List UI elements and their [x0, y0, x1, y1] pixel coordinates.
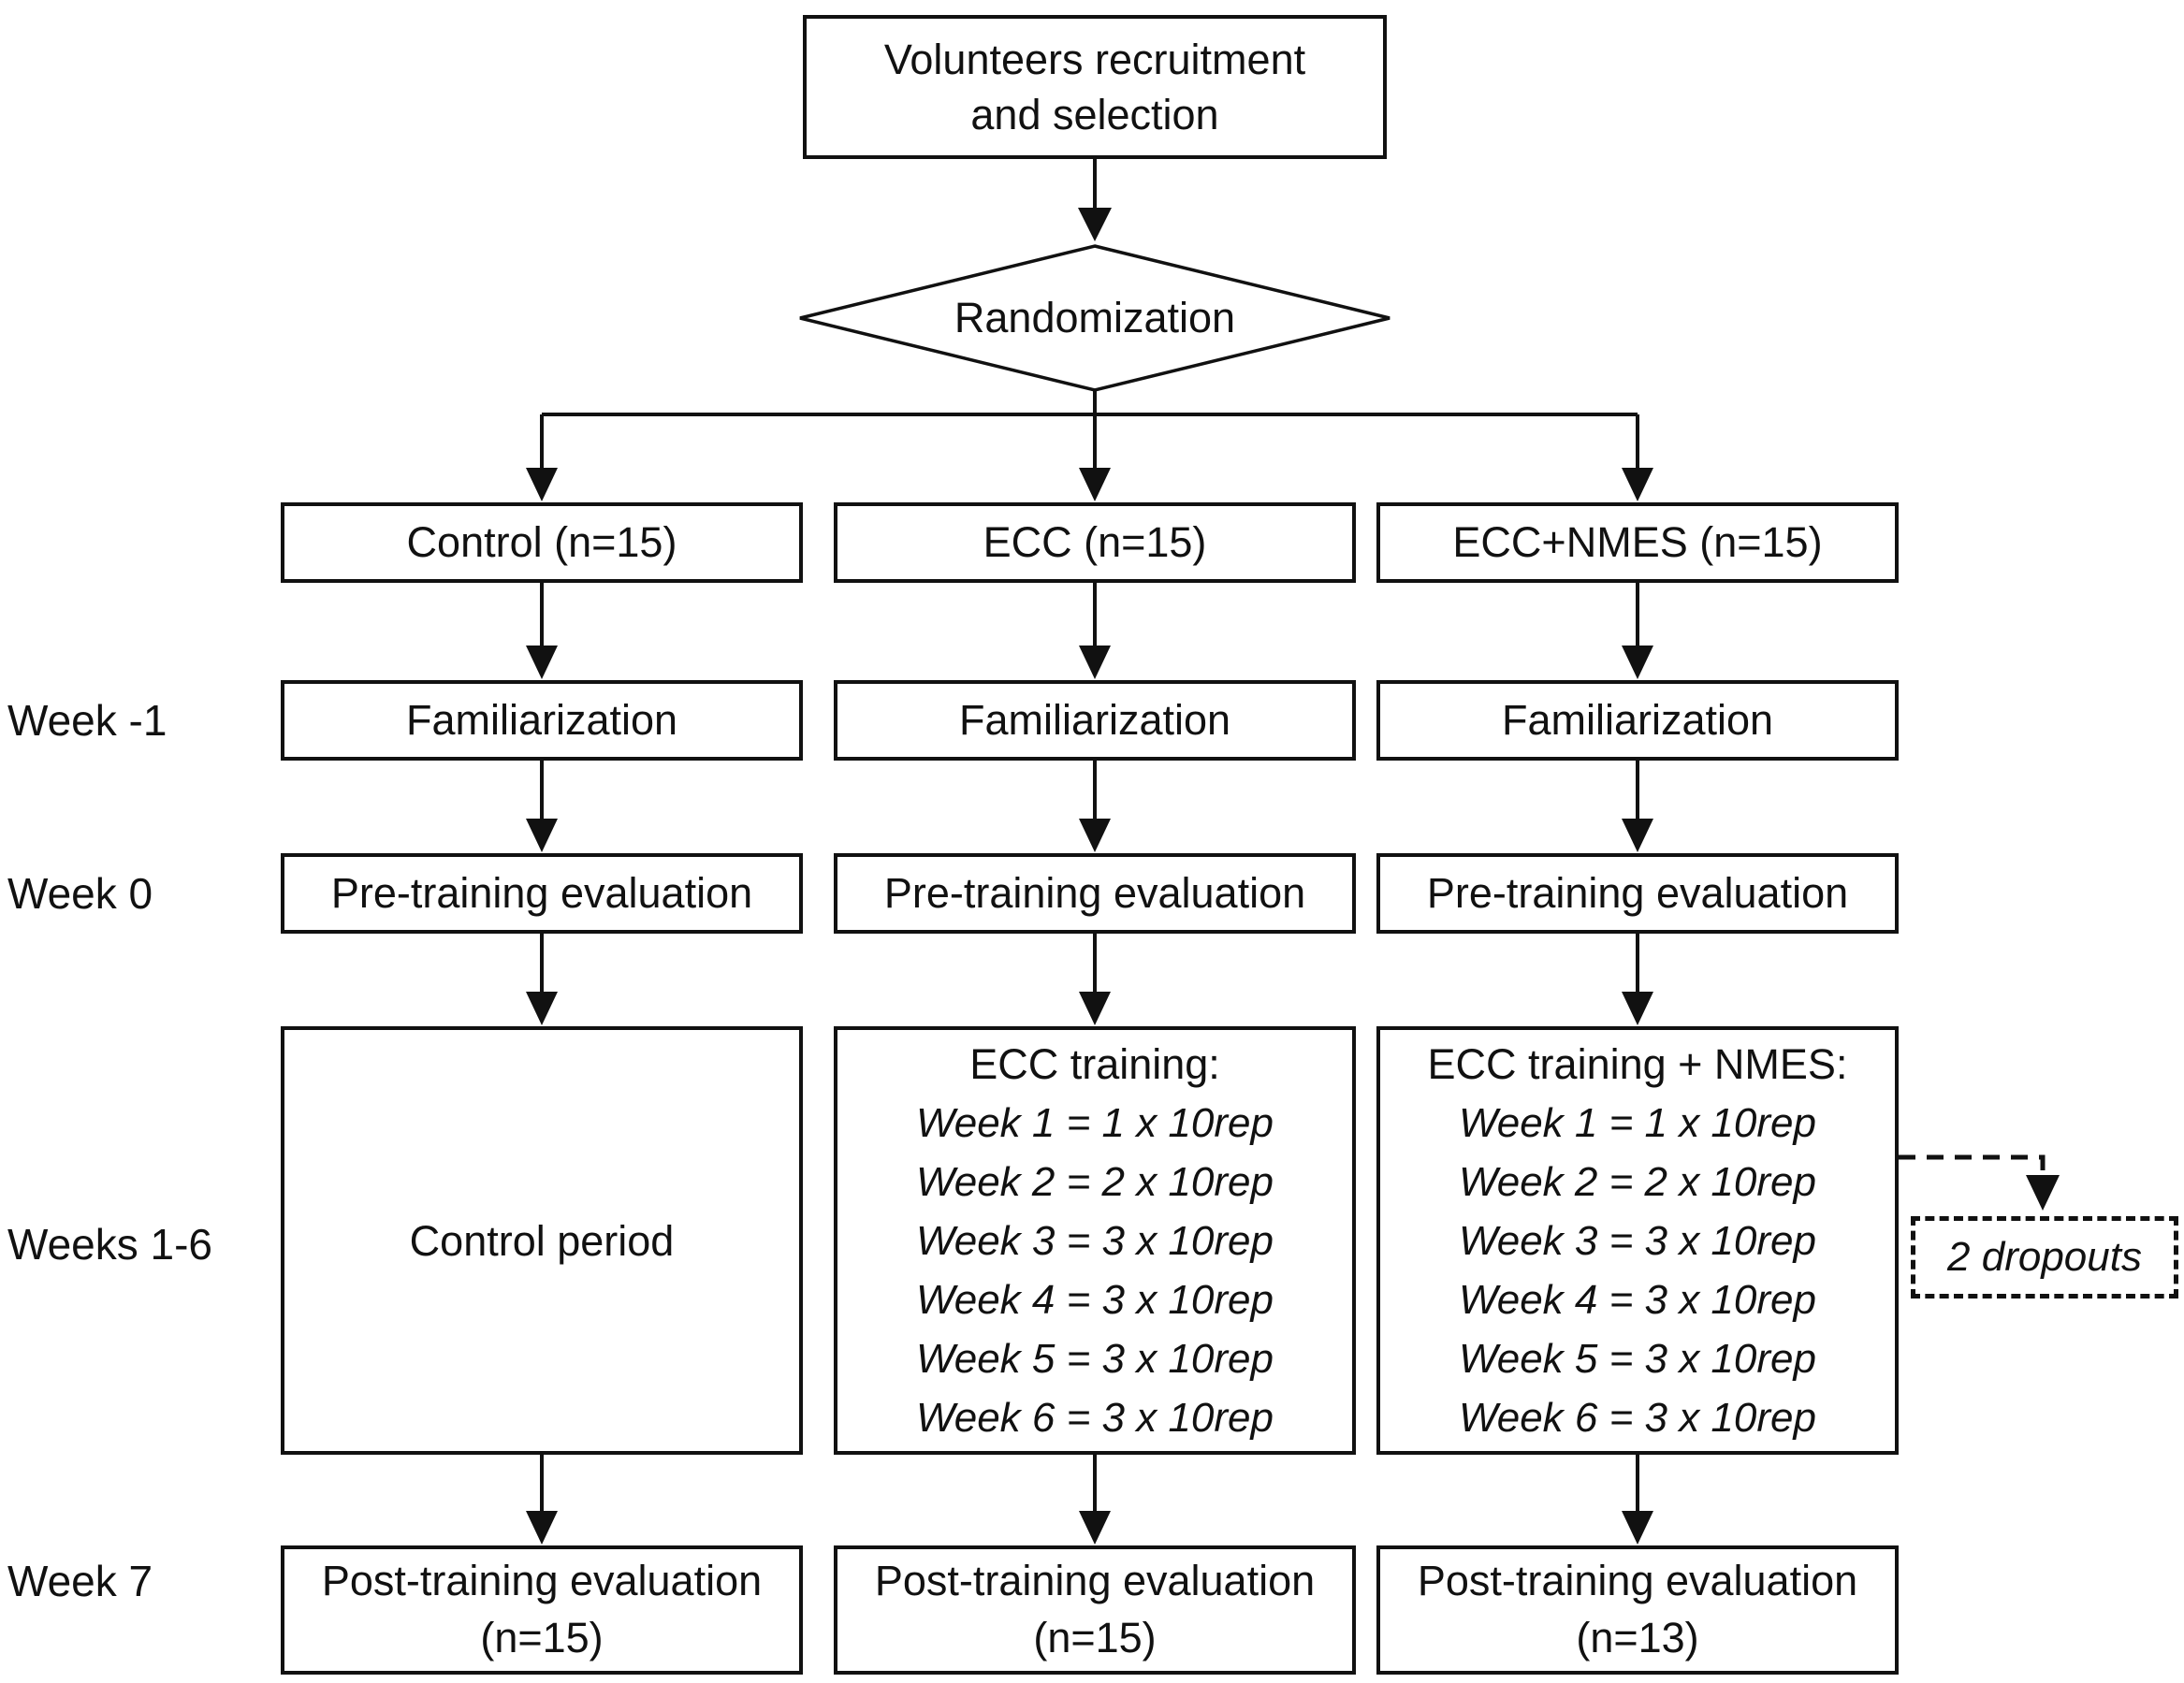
arrow-dropouts-dashed — [1899, 1154, 2046, 1179]
dropouts-box: 2 dropouts — [1911, 1216, 2178, 1299]
randomization-label: Randomization — [954, 294, 1236, 341]
ecc-nmes-posttraining-box: Post-training evaluation (n=13) — [1376, 1545, 1899, 1675]
schedule-line: Week 4 = 3 x 10rep — [1459, 1276, 1816, 1323]
posttraining-line-2: (n=15) — [480, 1614, 604, 1661]
arrowheads — [526, 208, 2060, 1545]
arrowhead — [1079, 468, 1111, 501]
control-pretraining-box: Pre-training evaluation — [281, 853, 803, 934]
arrowhead — [526, 468, 558, 501]
ecc-group-box: ECC (n=15) — [834, 502, 1356, 583]
schedule-line: Week 5 = 3 x 10rep — [916, 1335, 1274, 1382]
control-group-box: Control (n=15) — [281, 502, 803, 583]
ecc-nmes-training-box: ECC training + NMES: Week 1 = 1 x 10rep … — [1376, 1026, 1899, 1455]
arrowhead — [1622, 646, 1653, 679]
recruitment-box: Volunteers recruitment and selection — [803, 15, 1387, 159]
posttraining-line-2: (n=13) — [1576, 1614, 1699, 1661]
recruitment-line-2: and selection — [970, 91, 1219, 138]
arrowhead — [1079, 646, 1111, 679]
arrowhead — [1078, 208, 1112, 241]
schedule-line: Week 2 = 2 x 10rep — [1459, 1158, 1816, 1205]
arrowhead — [1622, 1511, 1653, 1545]
ecc-training-box: ECC training: Week 1 = 1 x 10rep Week 2 … — [834, 1026, 1356, 1455]
schedule-line: Week 6 = 3 x 10rep — [1459, 1394, 1816, 1441]
control-posttraining-box: Post-training evaluation (n=15) — [281, 1545, 803, 1675]
schedule-line: Week 2 = 2 x 10rep — [916, 1158, 1274, 1205]
schedule-line: Week 1 = 1 x 10rep — [1459, 1099, 1816, 1146]
row-label-weeks1-6: Weeks 1-6 — [7, 1220, 213, 1269]
ecc-training-title: ECC training: — [969, 1039, 1220, 1088]
ecc-nmes-group-box: ECC+NMES (n=15) — [1376, 502, 1899, 583]
posttraining-line-2: (n=15) — [1033, 1614, 1157, 1661]
ecc-pretraining-box: Pre-training evaluation — [834, 853, 1356, 934]
arrowhead — [1622, 819, 1653, 852]
arrowhead — [526, 1511, 558, 1545]
ecc-familiarization-box: Familiarization — [834, 680, 1356, 761]
schedule-line: Week 6 = 3 x 10rep — [916, 1394, 1274, 1441]
schedule-line: Week 5 = 3 x 10rep — [1459, 1335, 1816, 1382]
schedule-line: Week 3 = 3 x 10rep — [916, 1217, 1274, 1264]
arrowhead — [526, 646, 558, 679]
row-label-week7: Week 7 — [7, 1557, 153, 1605]
ecc-nmes-training-title: ECC training + NMES: — [1427, 1039, 1848, 1088]
arrowhead — [2026, 1175, 2060, 1211]
ecc-nmes-pretraining-box: Pre-training evaluation — [1376, 853, 1899, 934]
schedule-line: Week 1 = 1 x 10rep — [916, 1099, 1274, 1146]
arrowhead — [1079, 1511, 1111, 1545]
control-familiarization-box: Familiarization — [281, 680, 803, 761]
arrowhead — [1622, 992, 1653, 1025]
connector-lines — [540, 159, 1639, 1513]
ecc-nmes-familiarization-box: Familiarization — [1376, 680, 1899, 761]
control-period-label: Control period — [409, 1216, 675, 1265]
arrowhead — [526, 819, 558, 852]
control-period-box: Control period — [281, 1026, 803, 1455]
arrowhead — [1079, 819, 1111, 852]
arrowhead — [1079, 992, 1111, 1025]
arrowhead — [1622, 468, 1653, 501]
posttraining-line-1: Post-training evaluation — [874, 1557, 1316, 1605]
ecc-posttraining-box: Post-training evaluation (n=15) — [834, 1545, 1356, 1675]
recruitment-line-1: Volunteers recruitment — [883, 35, 1306, 83]
randomization-diamond — [799, 244, 1390, 392]
row-label-week-minus1: Week -1 — [7, 696, 167, 745]
schedule-line: Week 3 = 3 x 10rep — [1459, 1217, 1816, 1264]
row-label-week0: Week 0 — [7, 869, 153, 918]
arrowhead — [526, 992, 558, 1025]
posttraining-line-1: Post-training evaluation — [321, 1557, 763, 1605]
schedule-line: Week 4 = 3 x 10rep — [916, 1276, 1274, 1323]
posttraining-line-1: Post-training evaluation — [1417, 1557, 1858, 1605]
